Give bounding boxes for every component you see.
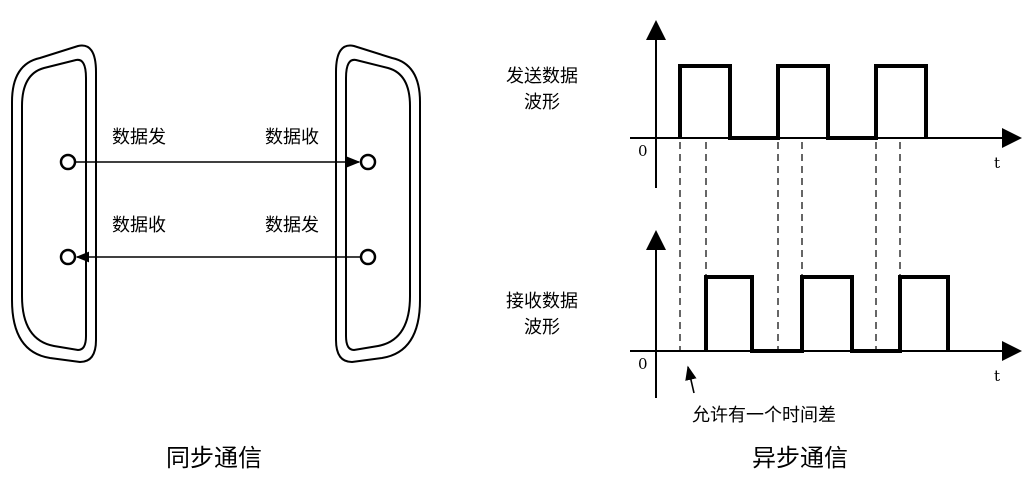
- right-connector-outer: [335, 44, 421, 364]
- recv-label-line2: 波形: [524, 317, 560, 338]
- right-connector-inner: [345, 58, 411, 352]
- right-top-label: 数据收: [265, 127, 319, 148]
- send-origin-label: 0: [638, 142, 648, 160]
- time-difference-arrow: [685, 365, 697, 394]
- recv-label-line1: 接收数据: [506, 291, 578, 312]
- recv-t-label: t: [994, 367, 1000, 385]
- left-connector-outer: [11, 44, 97, 364]
- sync-caption: 同步通信: [166, 444, 262, 472]
- dashed-guides: [679, 142, 901, 351]
- async-caption: 异步通信: [752, 444, 848, 472]
- async-diagram: 0 t 0 t 发送数据 波形 接收数据 波形 允许有一个时间差 异步通信: [506, 20, 1022, 472]
- right-bottom-pin: [359, 248, 377, 266]
- send-label-line1: 发送数据: [506, 66, 578, 87]
- sync-diagram: 数据发 数据收 数据收 数据发 同步通信: [11, 44, 421, 472]
- left-bottom-pin: [59, 248, 77, 266]
- send-waveform: [678, 64, 928, 140]
- left-top-label: 数据发: [112, 127, 166, 148]
- time-difference-annotation: 允许有一个时间差: [692, 405, 836, 426]
- send-t-label: t: [994, 154, 1000, 172]
- left-top-pin: [59, 153, 77, 171]
- right-bottom-label: 数据发: [265, 215, 319, 236]
- left-bottom-label: 数据收: [112, 215, 166, 236]
- send-label-line2: 波形: [524, 92, 560, 113]
- right-top-pin: [359, 153, 377, 171]
- recv-origin-label: 0: [638, 355, 648, 373]
- left-connector-inner: [21, 58, 87, 352]
- recv-waveform: [704, 275, 950, 353]
